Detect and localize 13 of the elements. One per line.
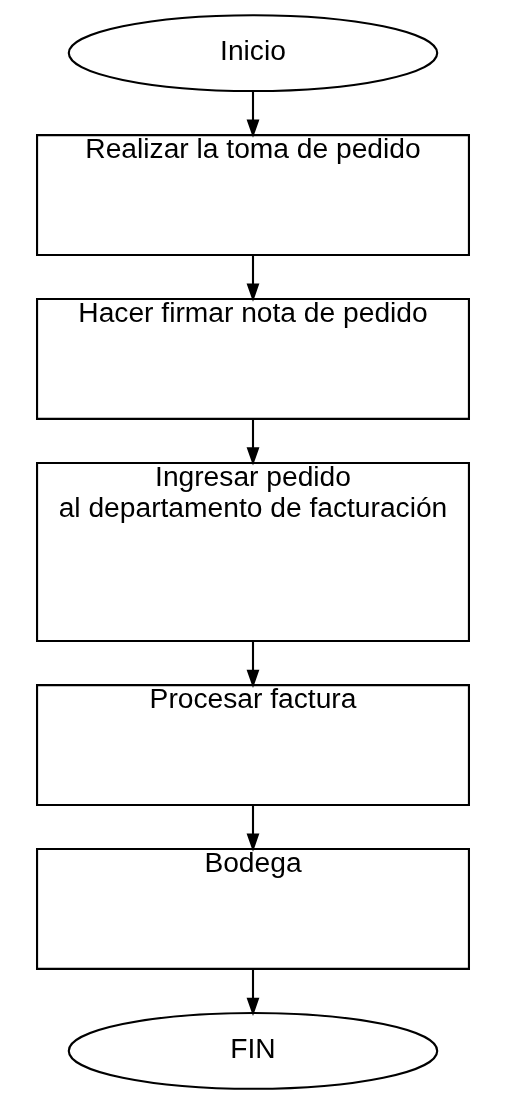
node-ellipse: FIN: [67, 1011, 439, 1090]
node-box: Procesar factura: [36, 684, 470, 807]
node-box: Hacer firmar nota de pedido: [36, 297, 470, 420]
arrow: [246, 91, 260, 138]
arrow: [246, 641, 260, 688]
node-box: Bodega: [36, 848, 470, 970]
arrow: [246, 805, 260, 852]
node-box: Ingresar pedido al departamento de facturación: [36, 461, 470, 643]
node-box: Realizar la toma de pedido: [36, 134, 470, 256]
arrow: [246, 969, 260, 1017]
arrow: [246, 255, 260, 302]
arrow: [246, 419, 260, 466]
node-ellipse: Inicio: [67, 14, 439, 93]
